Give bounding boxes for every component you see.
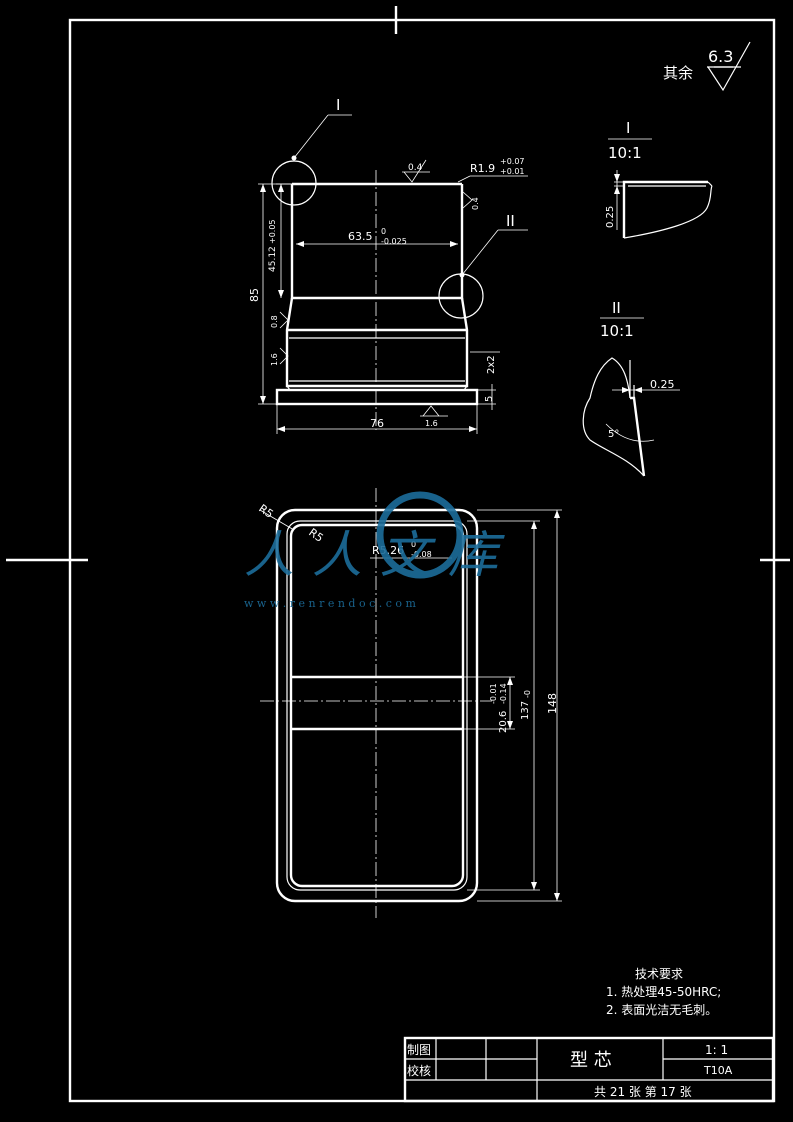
width-inner-tol-lower: -0.14 <box>499 683 508 704</box>
detail-circle-I <box>271 160 317 206</box>
height-total: 85 <box>248 288 261 302</box>
watermark-brand: 人人文库 <box>244 526 516 584</box>
title-part-name: 型 芯 <box>570 1050 612 1071</box>
title-sheets: 共 21 张 第 17 张 <box>594 1085 692 1099</box>
width-tol-upper: 0 <box>381 227 386 236</box>
tech-req-title: 技术要求 <box>635 967 683 981</box>
height-left-tol: +0.05 <box>268 219 277 244</box>
detail-II-angle: 5° <box>608 429 619 440</box>
tech-requirements: 技术要求 1. 热处理45-50HRC; 2. 表面光洁无毛刺。 <box>606 967 721 1017</box>
radius-tol-upper: +0.07 <box>500 157 525 166</box>
watermark-logo-icon <box>376 491 464 579</box>
detail-II-scale: 10:1 <box>600 322 634 340</box>
top-view: R5 R5 R5.26 0 -0.08 20.6 -0.01 -0.14 137… <box>256 488 562 918</box>
title-checked: 校核 <box>407 1063 431 1078</box>
callout-I: I <box>336 96 340 114</box>
width-inner: 20.6 <box>498 711 509 733</box>
rough-top: 0.4 <box>408 163 423 173</box>
rough-left1: 0.8 <box>270 315 279 328</box>
height-left: 45.12 <box>268 246 278 272</box>
length-inner: 137 <box>520 701 531 720</box>
rough-right: 0.4 <box>471 197 480 210</box>
detail-II: II 10:1 0.25 5° <box>582 299 680 477</box>
rough-bottom: 1.6 <box>425 419 438 428</box>
width-inner-tol-upper: -0.01 <box>489 683 498 704</box>
rough-left2: 1.6 <box>270 353 279 366</box>
front-view: I II 0.4 R1.9 +0.07 +0.01 0.4 63.5 0 -0.… <box>248 96 528 434</box>
tech-req-item-1: 1. 热处理45-50HRC; <box>606 985 721 999</box>
watermark-url: w w w . r e n r e n d o c . c o m <box>244 597 416 610</box>
title-drawn: 制图 <box>407 1043 431 1057</box>
radius-inner-tol-lower: -0.08 <box>411 550 432 559</box>
title-block: 制图 校核 型 芯 1: 1 T10A 共 21 张 第 17 张 <box>403 1036 775 1103</box>
tech-req-item-2: 2. 表面光洁无毛刺。 <box>606 1003 717 1017</box>
detail-II-dim: 0.25 <box>650 378 675 391</box>
width-main: 63.5 <box>348 230 373 243</box>
title-material: T10A <box>703 1064 733 1077</box>
radius-tol-lower: +0.01 <box>500 167 525 176</box>
roughness-value: 6.3 <box>708 47 733 66</box>
detail-I-scale: 10:1 <box>608 144 642 162</box>
detail-I: I 10:1 0.25 <box>605 119 713 239</box>
length-inner-tol: -0 <box>523 690 532 698</box>
watermark: 人人文库 w w w . r e n r e n d o c . c o m <box>244 491 516 610</box>
width-tol-lower: -0.025 <box>381 237 407 246</box>
base-height: 5 <box>484 396 495 402</box>
title-scale: 1: 1 <box>705 1043 728 1057</box>
surface-roughness-symbol: 其余 6.3 <box>663 41 751 92</box>
callout-II: II <box>506 212 515 230</box>
detail-II-label: II <box>612 299 621 317</box>
radius-main: R1.9 <box>470 162 495 175</box>
radius-inner-tol-upper: 0 <box>411 540 416 549</box>
chamfer: 2x2 <box>486 355 497 374</box>
detail-I-dim: 0.25 <box>605 206 616 228</box>
roughness-label: 其余 <box>663 64 693 82</box>
base-width: 76 <box>370 417 384 430</box>
detail-I-label: I <box>626 119 630 137</box>
length-outer: 148 <box>546 693 559 714</box>
